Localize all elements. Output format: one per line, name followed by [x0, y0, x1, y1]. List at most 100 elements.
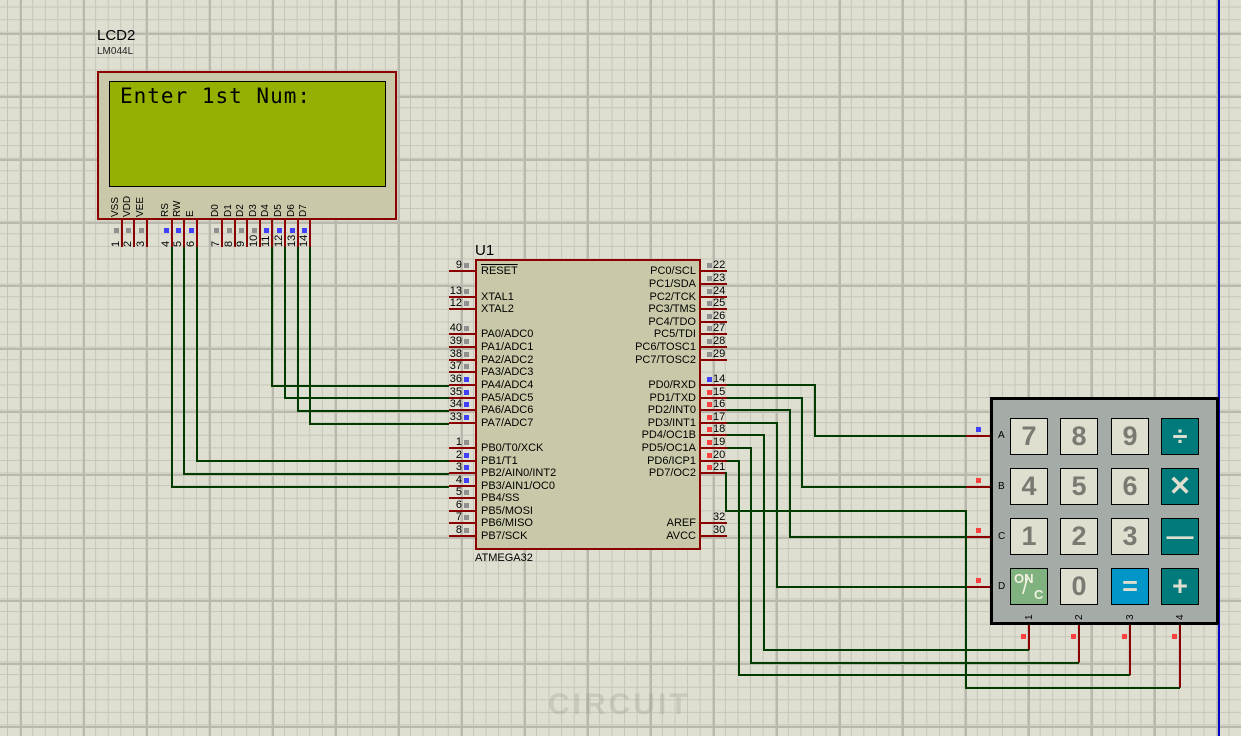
mcu-pin-state-indicator: [707, 314, 712, 319]
lcd-pin-state-indicator: [214, 228, 219, 233]
lcd-pin-label: D1: [223, 204, 234, 217]
lcd-pin-state-indicator: [302, 228, 307, 233]
mcu-pin-number: 38: [449, 348, 462, 360]
mcu-pin-state-indicator: [464, 503, 469, 508]
lcd-pin-label: D3: [248, 204, 259, 217]
mcu-pin-label: PA7/ADC7: [481, 417, 534, 429]
mcu-pin-state-indicator: [707, 301, 712, 306]
keypad-col-label: 2: [1074, 614, 1085, 620]
wire-pd3-row-d[interactable]: [727, 422, 966, 588]
wire-pd4-col-1[interactable]: [727, 434, 1029, 651]
key-label: 1: [1021, 521, 1037, 551]
keypad-col-state-indicator: [1071, 634, 1076, 639]
mcu-pin-number: 25: [713, 297, 726, 309]
equals-icon: =: [1122, 571, 1138, 601]
mcu-pin-label: PB6/MISO: [481, 517, 533, 529]
mcu-pin-state-indicator: [707, 263, 712, 268]
mcu-pin-number: 27: [713, 322, 726, 334]
wire-pd6-col-3[interactable]: [727, 460, 1130, 676]
keypad-key-0[interactable]: 0: [1060, 568, 1098, 605]
keypad-key-3[interactable]: 3: [1111, 518, 1149, 555]
mcu-pin-label: PA1/ADC1: [481, 341, 534, 353]
mcu-pin-number: 12: [449, 297, 462, 309]
mcu-pin-number: 32: [713, 511, 726, 523]
mcu-pin-number: 18: [713, 423, 726, 435]
mcu-pin-state-indicator: [464, 528, 469, 533]
mcu-pin-label: PB7/SCK: [481, 530, 528, 542]
lcd-pin-state-indicator: [227, 228, 232, 233]
mcu-pin-label: PC6/TOSC1: [635, 341, 696, 353]
keypad-row-label: C: [998, 531, 1006, 542]
keypad-col-label: 3: [1125, 614, 1136, 620]
keypad-col-label: 1: [1024, 614, 1035, 620]
keypad-row-state-indicator: [976, 427, 981, 432]
mcu-pin-state-indicator: [464, 263, 469, 268]
mcu-pin-number: 4: [455, 474, 462, 486]
mcu-pin-state-indicator: [464, 301, 469, 306]
sheet-edge-marker: [1218, 0, 1220, 736]
keypad-key-onc[interactable]: ON/C: [1010, 568, 1048, 605]
wire-rw-pb2[interactable]: [183, 247, 449, 475]
mcu-pin-state-indicator: [707, 402, 712, 407]
keypad-key-2[interactable]: 2: [1060, 518, 1098, 555]
mcu-pin-label: PC2/TCK: [649, 291, 696, 303]
lcd-pin-label: VEE: [135, 196, 146, 217]
on-clear-icon: ON/C: [1014, 571, 1044, 602]
keypad-key-6[interactable]: 6: [1111, 468, 1149, 505]
mcu-pin-state-indicator: [464, 453, 469, 458]
mcu-pin-state-indicator: [464, 377, 469, 382]
mcu-value-label: ATMEGA32: [475, 552, 533, 564]
wire-rs-pb3[interactable]: [171, 247, 449, 488]
key-label: 6: [1122, 471, 1138, 501]
mcu-pin-state-indicator: [707, 276, 712, 281]
keypad-key-equals[interactable]: =: [1111, 568, 1149, 605]
wire-pd1-row-b[interactable]: [727, 397, 966, 488]
mcu-pin-number: 24: [713, 285, 726, 297]
mcu-pin-number: 39: [449, 335, 462, 347]
mcu-pin-number: 20: [713, 449, 726, 461]
wire-pd2-row-c[interactable]: [727, 409, 966, 538]
wire-pd0-row-a[interactable]: [727, 384, 966, 437]
mcu-pin-label: PC5/TDI: [653, 328, 696, 340]
keypad-key-1[interactable]: 1: [1010, 518, 1048, 555]
mcu-pin-number: 13: [449, 285, 462, 297]
mcu-pin-label: PD1/TXD: [649, 392, 696, 404]
wire-d4-pa4[interactable]: [271, 247, 449, 387]
keypad-key-minus[interactable]: —: [1161, 518, 1199, 555]
keypad-key-plus[interactable]: +: [1161, 568, 1199, 605]
keypad-row-state-indicator: [976, 578, 981, 583]
mcu-body[interactable]: [475, 259, 701, 550]
keypad-key-multiply[interactable]: ✕: [1161, 468, 1199, 505]
mcu-pin-label: PB5/MOSI: [481, 505, 533, 517]
mcu-pin-number: 19: [713, 436, 726, 448]
lcd-display-text: Enter 1st Num:: [120, 84, 312, 108]
keypad-row-state-indicator: [976, 528, 981, 533]
keypad-key-divide[interactable]: ÷: [1161, 418, 1199, 455]
mcu-pin-number: 29: [713, 348, 726, 360]
lcd-pin-number: 13: [286, 234, 298, 247]
keypad-key-4[interactable]: 4: [1010, 468, 1048, 505]
mcu-pin-number: 35: [449, 386, 462, 398]
wire-d7-pa7[interactable]: [309, 247, 449, 425]
keypad-key-7[interactable]: 7: [1010, 418, 1048, 455]
lcd-pin-label: VDD: [122, 195, 133, 217]
lcd-pin-state-indicator: [264, 228, 269, 233]
lcd-pin-number: 5: [172, 240, 184, 247]
wire-d6-pa6[interactable]: [297, 247, 449, 412]
wire-pd5-col-2[interactable]: [727, 447, 1079, 664]
lcd-pin-state-indicator: [139, 228, 144, 233]
wire-e-pb1[interactable]: [196, 247, 449, 462]
keypad-key-5[interactable]: 5: [1060, 468, 1098, 505]
mcu-pin-label: PD7/OC2: [648, 467, 696, 479]
mcu-pin-number: 9: [455, 259, 462, 271]
wire-pd7-col-4[interactable]: [725, 472, 1180, 689]
lcd-pin-label: E: [185, 210, 196, 217]
mcu-pin-state-indicator: [707, 339, 712, 344]
key-label: 2: [1071, 521, 1087, 551]
keypad-key-9[interactable]: 9: [1111, 418, 1149, 455]
wire-d5-pa5[interactable]: [284, 247, 449, 399]
mcu-pin-label: PD6/ICP1: [647, 455, 696, 467]
keypad-key-8[interactable]: 8: [1060, 418, 1098, 455]
mcu-ref-label: U1: [475, 242, 495, 259]
